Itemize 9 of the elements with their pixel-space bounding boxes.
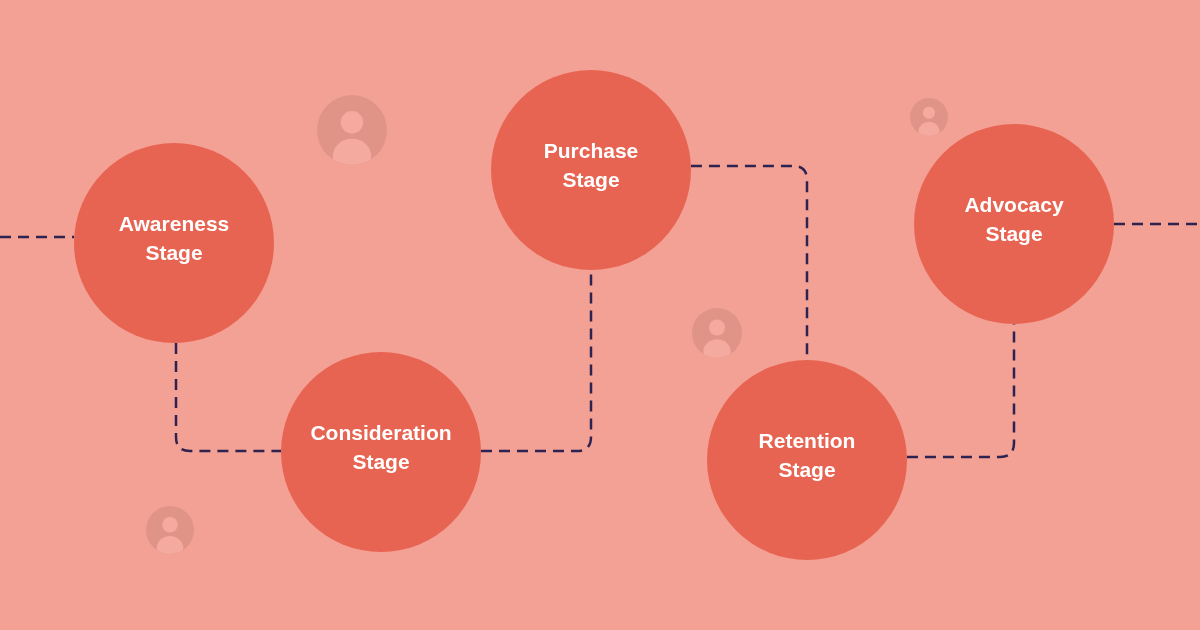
dashed-connector <box>906 324 1016 459</box>
stage-label: Consideration Stage <box>310 420 452 475</box>
stage-label: Awareness Stage <box>118 211 230 266</box>
dashed-connector <box>174 343 281 453</box>
stage-label: Retention Stage <box>758 428 856 483</box>
dashed-connector <box>0 235 75 239</box>
stage-label: Advocacy Stage <box>964 192 1064 247</box>
dashed-connector <box>1114 222 1200 226</box>
stage-label: Purchase Stage <box>543 138 639 193</box>
